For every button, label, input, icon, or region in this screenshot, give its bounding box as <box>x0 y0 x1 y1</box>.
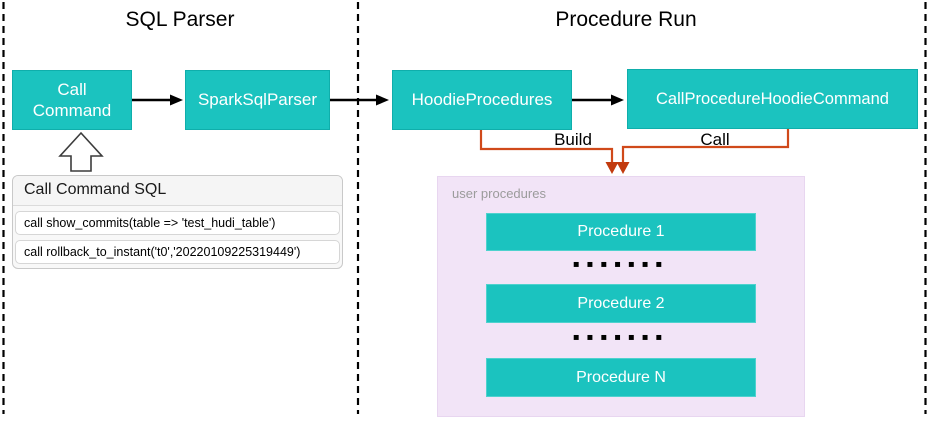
build-arrowhead-icon <box>605 162 619 174</box>
arrow-hoodieprocedures-to-command-icon <box>572 94 624 106</box>
arrow-call-command-to-parser-icon <box>132 94 183 106</box>
user-procedures-container: user procedures Procedure 1 ▪▪▪▪▪▪▪ Proc… <box>437 176 805 417</box>
node-callprocedurehoodiecommand: CallProcedureHoodieCommand <box>627 69 918 129</box>
section-title-procedure-run: Procedure Run <box>555 8 697 31</box>
call-command-sql-panel: Call Command SQL call show_commits(table… <box>12 175 343 269</box>
sql-panel-title: Call Command SQL <box>13 176 342 206</box>
sql-statement-row: call show_commits(table => 'test_hudi_ta… <box>15 211 340 235</box>
section-title-sql-parser: SQL Parser <box>125 8 235 31</box>
node-sparksqlparser: SparkSqlParser <box>185 70 330 130</box>
call-arrowhead-icon <box>616 162 630 174</box>
block-arrow-up-icon <box>58 131 104 172</box>
ellipsis-dots: ▪▪▪▪▪▪▪ <box>572 259 670 270</box>
edge-label-call: Call <box>700 130 730 149</box>
node-hoodieprocedures: HoodieProcedures <box>392 70 572 130</box>
node-procedure-1: Procedure 1 <box>486 213 756 251</box>
arrow-parser-to-hoodieprocedures-icon <box>330 94 389 106</box>
node-call-command: Call Command <box>12 70 132 130</box>
user-procedures-label: user procedures <box>452 186 546 201</box>
node-call-command-label: Call Command <box>32 79 112 120</box>
node-procedure-n: Procedure N <box>486 358 756 397</box>
edge-label-build: Build <box>554 130 592 149</box>
node-procedure-2: Procedure 2 <box>486 284 756 323</box>
ellipsis-dots: ▪▪▪▪▪▪▪ <box>572 332 670 343</box>
sql-statement-row: call rollback_to_instant('t0','202201092… <box>15 240 340 264</box>
